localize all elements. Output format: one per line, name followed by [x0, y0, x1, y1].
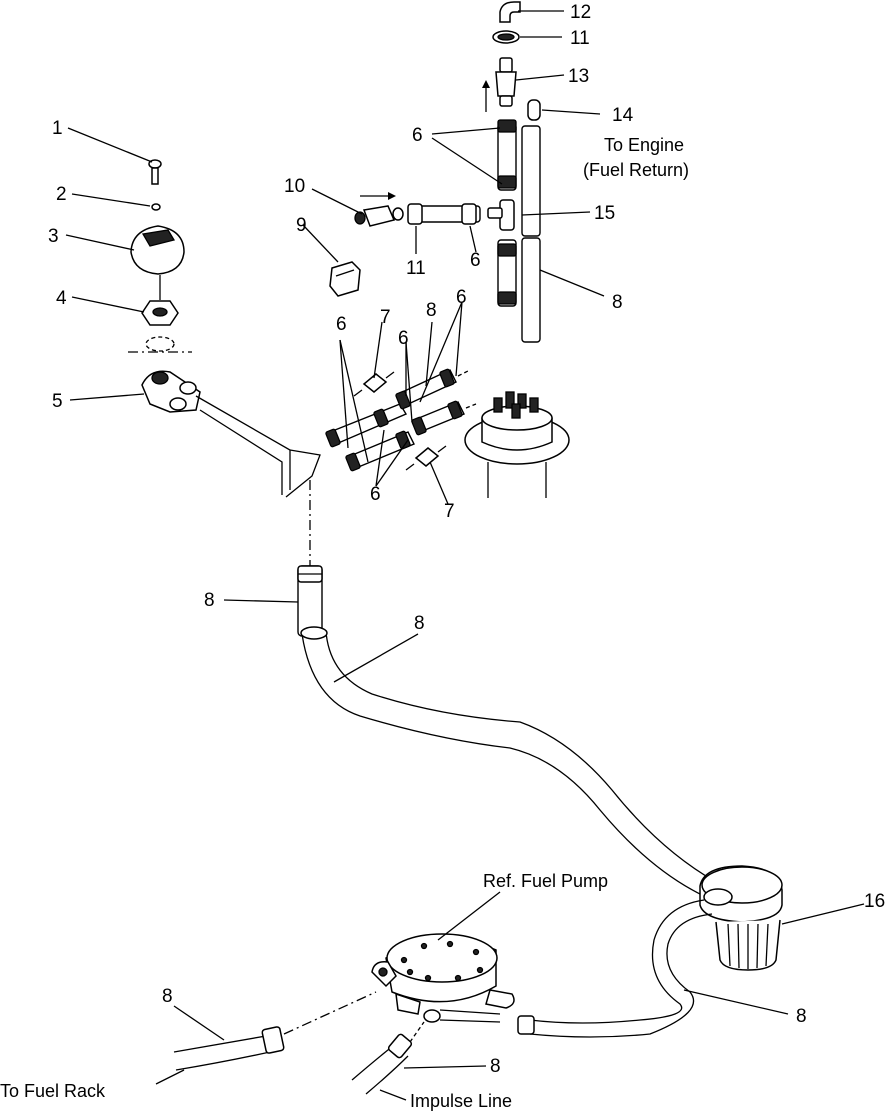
- callout-3: 3: [48, 226, 59, 247]
- valve-part-13: [495, 57, 517, 107]
- callout-9: 9: [296, 215, 307, 236]
- callout-12: 12: [570, 2, 591, 23]
- callout-8-middle: 8: [426, 300, 437, 321]
- callout-15: 15: [594, 203, 615, 224]
- callout-6-middle: 6: [398, 328, 409, 349]
- callout-8-fuel-rack-hose: 8: [162, 986, 173, 1007]
- callout-16: 16: [864, 891, 885, 912]
- centerline-cap-stack: [128, 275, 192, 353]
- callout-7-lower: 7: [444, 501, 455, 522]
- callout-7-upper: 7: [380, 307, 391, 328]
- callout-6-horizontal: 6: [470, 250, 481, 271]
- callout-2: 2: [56, 184, 67, 205]
- hose-horizontal-part-6: [407, 203, 481, 225]
- label-fuel-return: (Fuel Return): [583, 160, 689, 180]
- hose-filter-to-pump: [517, 899, 713, 1038]
- inline-valve-part-10: [354, 205, 404, 227]
- hose-long-part-8: [300, 626, 717, 897]
- vertical-hoses: [497, 119, 541, 343]
- callout-6-upper-right: 6: [456, 287, 467, 308]
- fuel-sender-unit: [464, 391, 570, 498]
- check-valve-part-7-lower: [405, 445, 447, 471]
- callout-10: 10: [284, 176, 305, 197]
- callout-6-top: 6: [412, 125, 423, 146]
- hose-to-fuel-rack: [173, 991, 377, 1071]
- elbow-part-12: [499, 1, 521, 23]
- clamp-part-11: [492, 30, 520, 44]
- callout-8-short-hose: 8: [204, 590, 215, 611]
- callout-14: 14: [612, 105, 634, 126]
- upper-hose-assembly: [325, 368, 477, 472]
- fuel-filter-part-16: [699, 865, 783, 971]
- callout-numbers: 1 2 3 4 5 6 6 6 6 6 6 7 7 8 8 8 8 8 8 8 …: [48, 2, 885, 1077]
- washer-part-2: [151, 203, 161, 211]
- flow-arrow-right: [360, 192, 396, 200]
- label-to-engine: To Engine: [604, 135, 684, 155]
- tee-fitting-part-15: [487, 199, 515, 231]
- callout-8-right: 8: [612, 292, 623, 313]
- label-to-fuel-rack: To Fuel Rack: [0, 1081, 106, 1101]
- label-impulse-line: Impulse Line: [410, 1091, 512, 1111]
- impulse-line-hose: [351, 1021, 425, 1095]
- callout-5: 5: [52, 391, 63, 412]
- flow-arrow-up: [482, 80, 490, 112]
- plug-part-14: [527, 99, 541, 121]
- hose-short-part-8: [297, 565, 323, 637]
- callout-1: 1: [52, 118, 63, 139]
- callout-11-lower: 11: [406, 258, 426, 279]
- clip-part-9: [329, 261, 361, 297]
- cap-part-3: [130, 225, 185, 275]
- label-ref-fuel-pump: Ref. Fuel Pump: [483, 871, 608, 891]
- check-valve-part-7-upper: [353, 371, 395, 397]
- callout-8-long-hose: 8: [414, 613, 425, 634]
- text-labels: To Engine (Fuel Return) Ref. Fuel Pump T…: [0, 135, 689, 1111]
- callout-8-filter-hose: 8: [796, 1006, 807, 1027]
- fuel-pump: [371, 933, 515, 1023]
- nut-part-4: [141, 300, 179, 326]
- callout-6-bottom: 6: [370, 484, 381, 505]
- screw-part-1: [148, 159, 162, 185]
- callout-11-top: 11: [570, 28, 590, 49]
- fuel-fitting-part-5: [141, 370, 321, 498]
- callout-13: 13: [568, 66, 589, 87]
- callout-6-left: 6: [336, 314, 347, 335]
- leader-lines: [65, 10, 865, 1101]
- callout-8-impulse-hose: 8: [490, 1056, 501, 1077]
- callout-4: 4: [56, 288, 67, 309]
